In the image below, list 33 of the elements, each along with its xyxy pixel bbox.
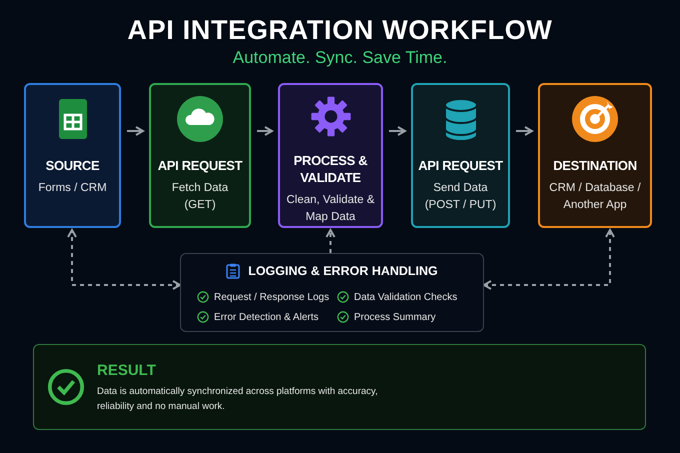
result-description: Data is automatically synchronized across platforms with accuracy, reliability and no manual work.	[97, 385, 379, 414]
step-card	[24, 83, 121, 228]
arrow	[516, 126, 533, 136]
panel-title: LOGGING & ERROR HANDLING	[248, 263, 438, 280]
step-card	[149, 83, 251, 228]
step-title: API REQUEST	[158, 157, 242, 174]
arrow	[67, 229, 181, 290]
checklist-item: Request / Response Logs	[214, 290, 330, 305]
arrow	[257, 126, 273, 136]
step-description: CRM / Database / Another App	[548, 181, 642, 213]
step-description: Forms / CRM	[38, 181, 107, 196]
step-description: Send Data (POST / PUT)	[424, 181, 498, 213]
arrow	[127, 126, 144, 136]
step-description: Clean, Validate & Map Data	[285, 193, 376, 225]
checklist-item: Error Detection & Alerts	[214, 310, 318, 325]
result-title: RESULT	[97, 360, 157, 381]
step-description: Fetch Data (GET)	[170, 181, 230, 213]
logging-panel	[180, 253, 484, 332]
step-title: SOURCE	[46, 157, 100, 174]
step-card	[278, 83, 383, 228]
step-title: PROCESS & VALIDATE	[292, 152, 368, 186]
step-title: API REQUEST	[418, 157, 503, 174]
result-panel	[33, 344, 646, 430]
arrow	[483, 229, 615, 290]
title: API INTEGRATION WORKFLOW	[126, 14, 554, 47]
step-card	[538, 83, 652, 228]
checklist-item: Data Validation Checks	[354, 290, 458, 305]
subtitle: Automate. Sync. Save Time.	[232, 47, 448, 69]
arrow	[389, 126, 406, 136]
checklist-item: Process Summary	[354, 310, 436, 325]
step-card	[411, 83, 510, 228]
step-title: DESTINATION	[553, 157, 637, 174]
arrow	[326, 229, 336, 253]
